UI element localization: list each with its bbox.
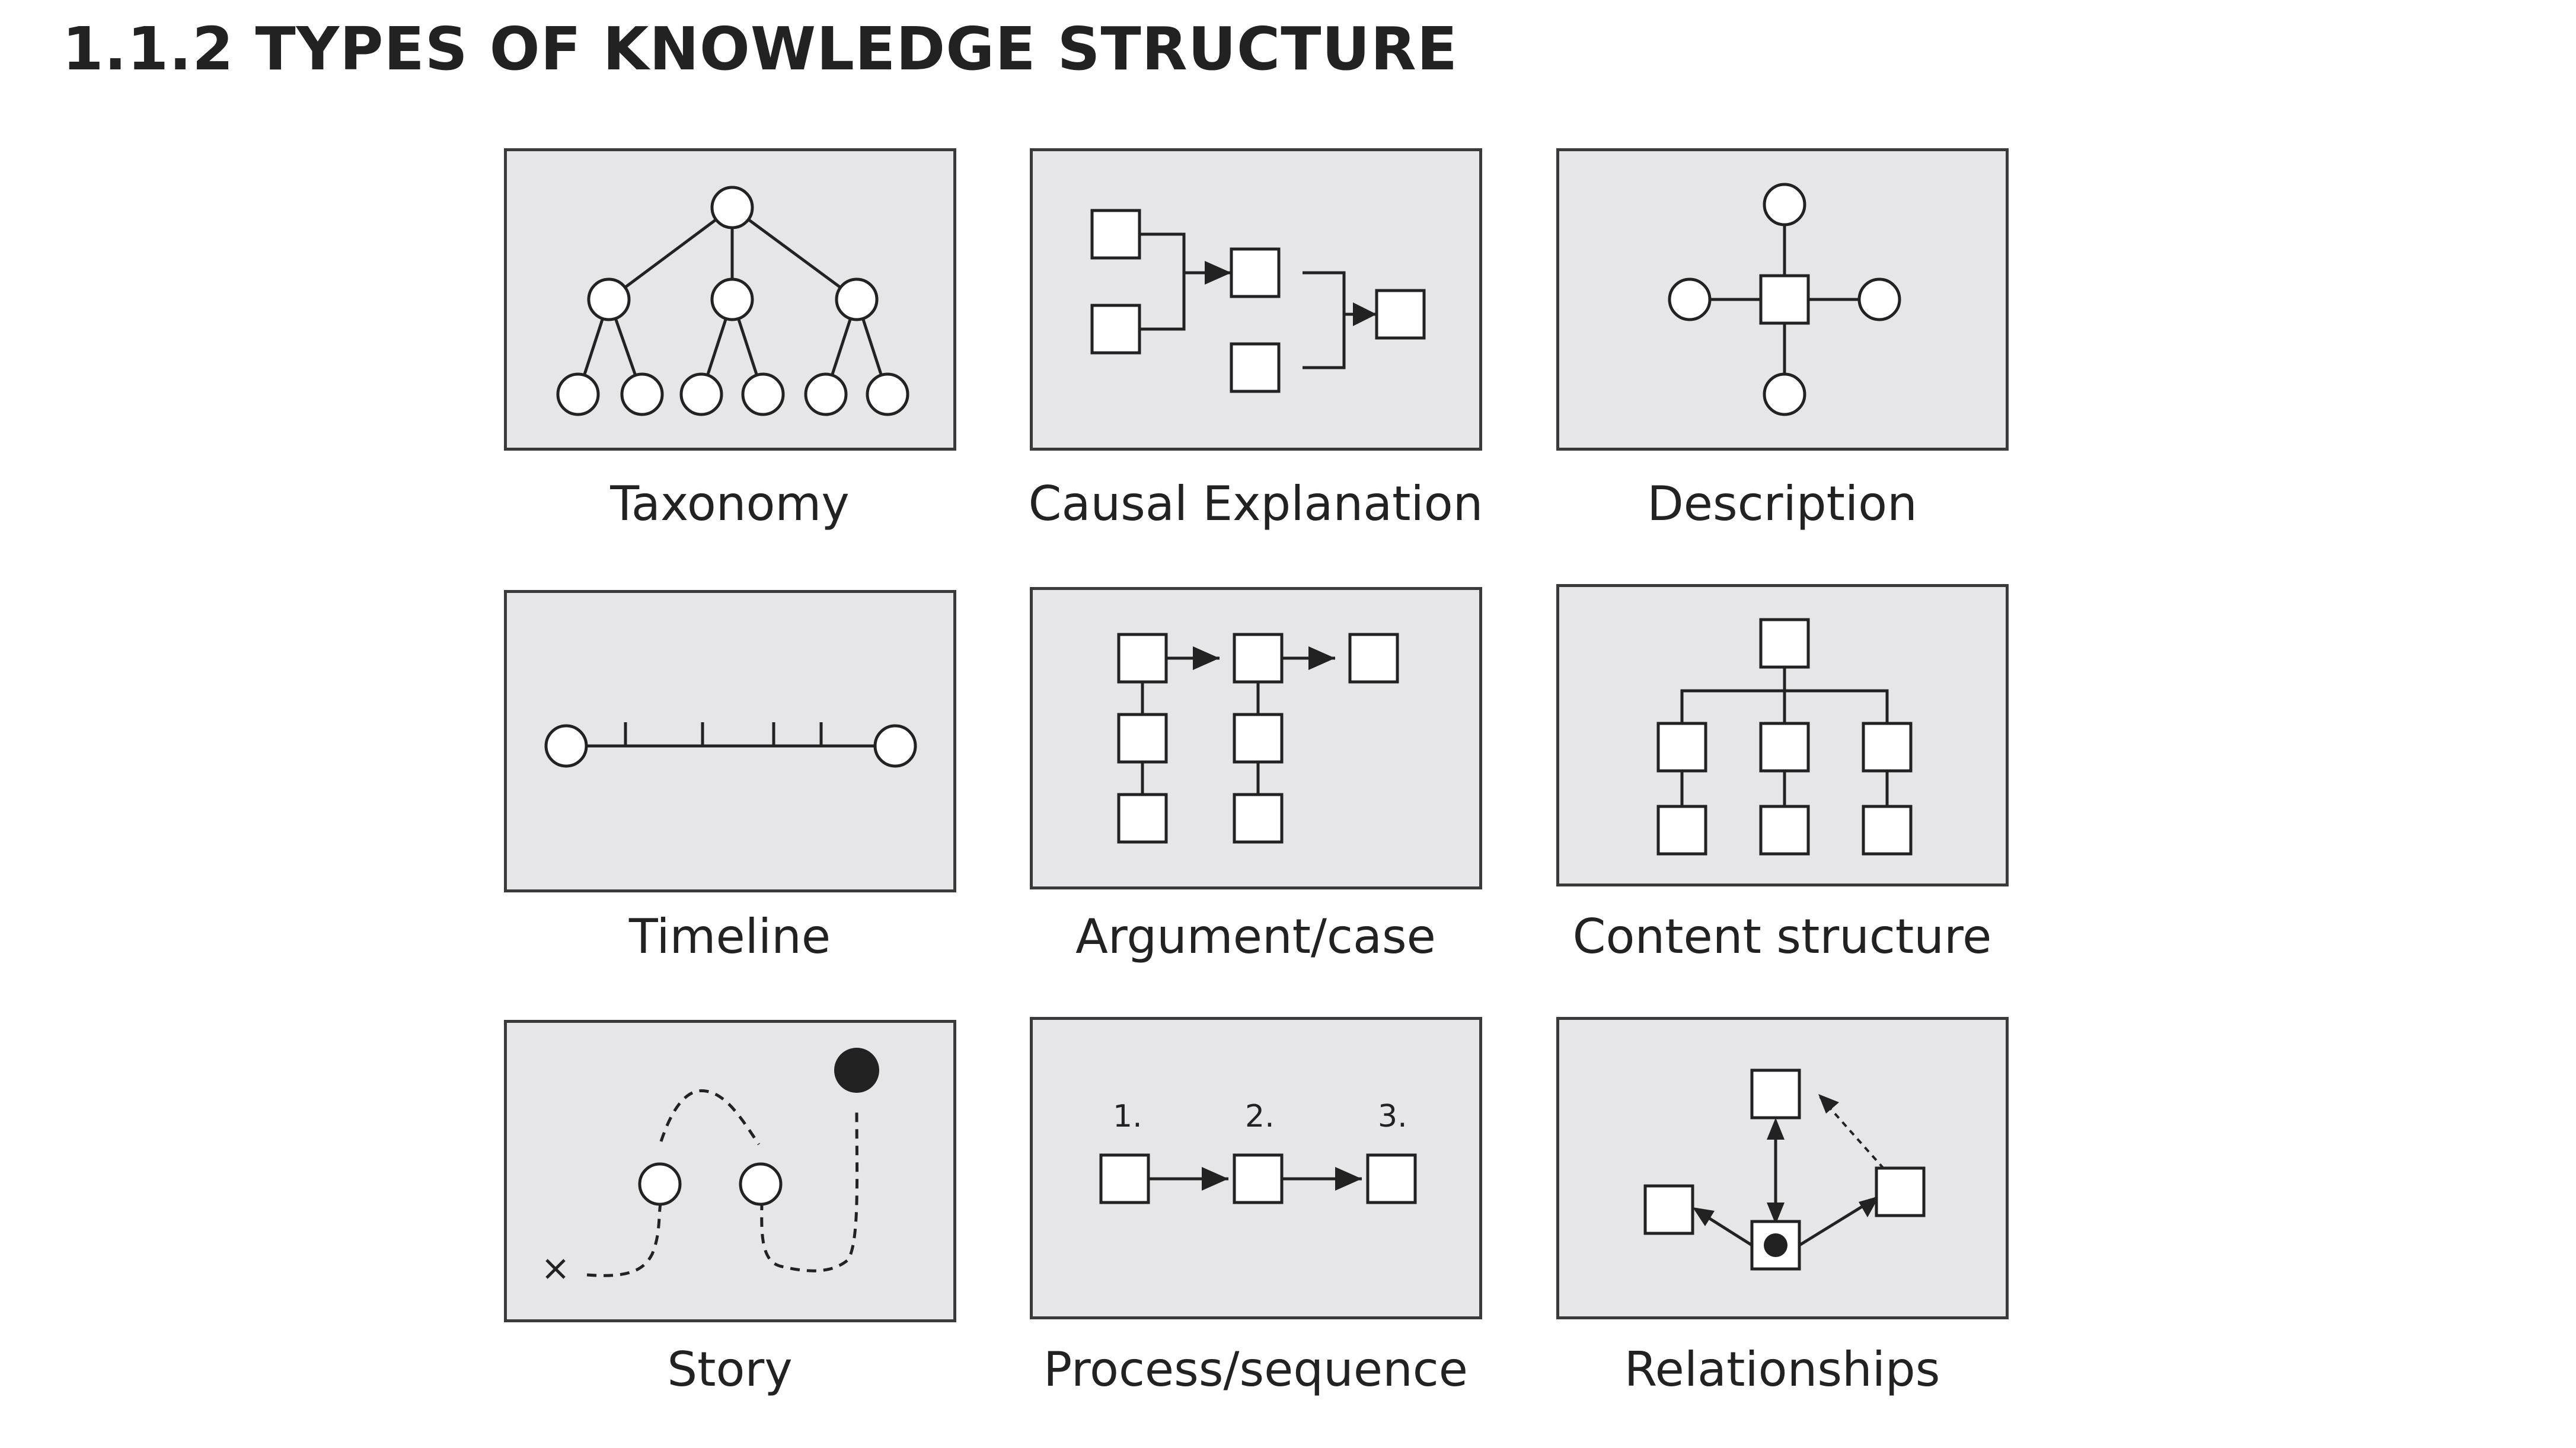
causal-explanation-icon [1090,209,1426,393]
taxonomy-caption: Taxonomy [610,476,850,531]
description-panel [1556,148,2009,451]
taxonomy-panel [504,148,956,451]
relationships-caption: Relationships [1624,1342,1940,1397]
step-2-label: 2. [1245,1099,1275,1134]
argument-case-icon [1117,633,1399,844]
causal-explanation-caption: Causal Explanation [1028,476,1483,531]
step-3-label: 3. [1378,1099,1407,1134]
process-sequence-caption: Process/sequence [1043,1342,1468,1397]
taxonomy-tree-icon [556,186,909,416]
story-panel [504,1020,956,1322]
argument-case-panel [1030,587,1482,889]
argument-case-caption: Argument/case [1075,909,1436,964]
content-structure-caption: Content structure [1572,909,1992,964]
relationships-icon [1643,1069,1926,1271]
timeline-caption: Timeline [628,909,831,964]
timeline-icon [544,722,917,768]
relationships-panel [1556,1017,2009,1319]
page-title: 1.1.2 TYPES OF KNOWLEDGE STRUCTURE [62,14,1458,84]
story-caption: Story [667,1342,793,1397]
process-sequence-icon: 1. 2. 3. [1099,1099,1417,1204]
process-sequence-panel: 1. 2. 3. [1030,1017,1482,1319]
story-path-icon [545,1048,879,1279]
step-1-label: 1. [1113,1099,1142,1134]
causal-explanation-panel [1030,148,1482,451]
timeline-panel [504,590,956,892]
description-hub-icon [1668,183,1901,416]
content-structure-panel [1556,584,2009,886]
description-caption: Description [1647,476,1917,531]
content-structure-icon [1656,618,1913,856]
